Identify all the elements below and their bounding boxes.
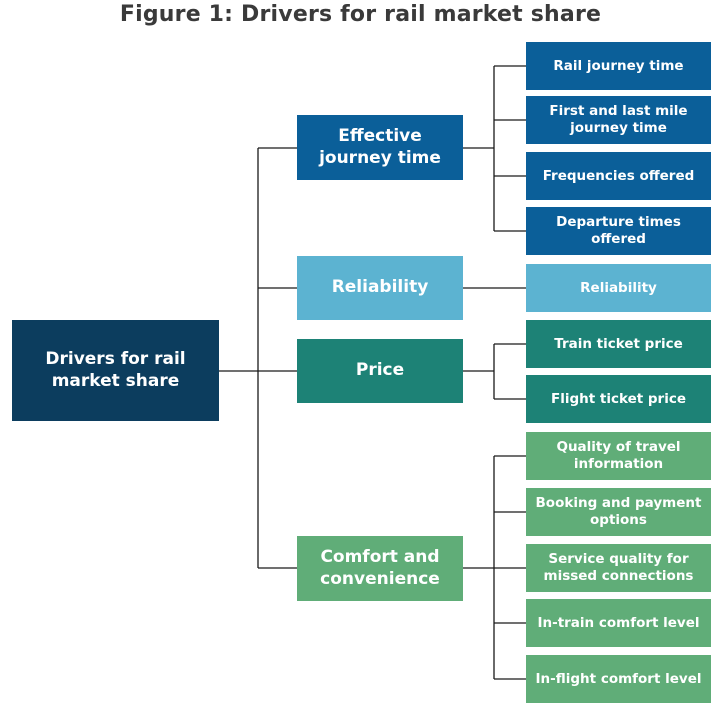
group-label: Effective journey time <box>319 126 441 168</box>
group-comfort-and-convenience: Comfort and convenience <box>297 536 463 601</box>
leaf-reliability: Reliability <box>526 264 711 312</box>
leaf-label: Departure times offered <box>556 214 681 247</box>
figure-title: Figure 1: Drivers for rail market share <box>119 2 602 27</box>
group-label: Reliability <box>331 277 429 298</box>
leaf-label: Quality of travel information <box>556 439 681 472</box>
leaf-label: Booking and payment options <box>535 495 702 528</box>
group-label: Comfort and convenience <box>320 547 440 589</box>
leaf-rail-journey-time: Rail journey time <box>526 42 711 90</box>
group-label: Price <box>355 360 405 381</box>
leaf-in-flight-comfort-level: In-flight comfort level <box>526 655 711 703</box>
leaf-booking-payment-options: Booking and payment options <box>526 488 711 536</box>
leaf-in-train-comfort-level: In-train comfort level <box>526 599 711 647</box>
leaf-train-ticket-price: Train ticket price <box>526 320 711 368</box>
leaf-label: Frequencies offered <box>542 167 695 184</box>
leaf-flight-ticket-price: Flight ticket price <box>526 375 711 423</box>
group-price: Price <box>297 339 463 403</box>
leaf-service-quality-missed-connections: Service quality for missed connections <box>526 544 711 592</box>
leaf-label: First and last mile journey time <box>549 103 688 136</box>
leaf-label: Service quality for missed connections <box>543 551 694 584</box>
leaf-departure-times-offered: Departure times offered <box>526 207 711 255</box>
leaf-label: Flight ticket price <box>550 390 687 407</box>
leaf-label: Rail journey time <box>553 57 684 74</box>
leaf-label: In-flight comfort level <box>535 670 702 687</box>
group-reliability: Reliability <box>297 256 463 320</box>
group-effective-journey-time: Effective journey time <box>297 115 463 180</box>
leaf-label: Reliability <box>580 279 657 296</box>
leaf-frequencies-offered: Frequencies offered <box>526 152 711 200</box>
root-label: Drivers for rail market share <box>45 349 186 391</box>
leaf-label: In-train comfort level <box>537 614 700 631</box>
leaf-quality-travel-information: Quality of travel information <box>526 432 711 480</box>
leaf-first-last-mile: First and last mile journey time <box>526 96 711 144</box>
leaf-label: Train ticket price <box>554 335 683 352</box>
root-node: Drivers for rail market share <box>12 320 219 421</box>
